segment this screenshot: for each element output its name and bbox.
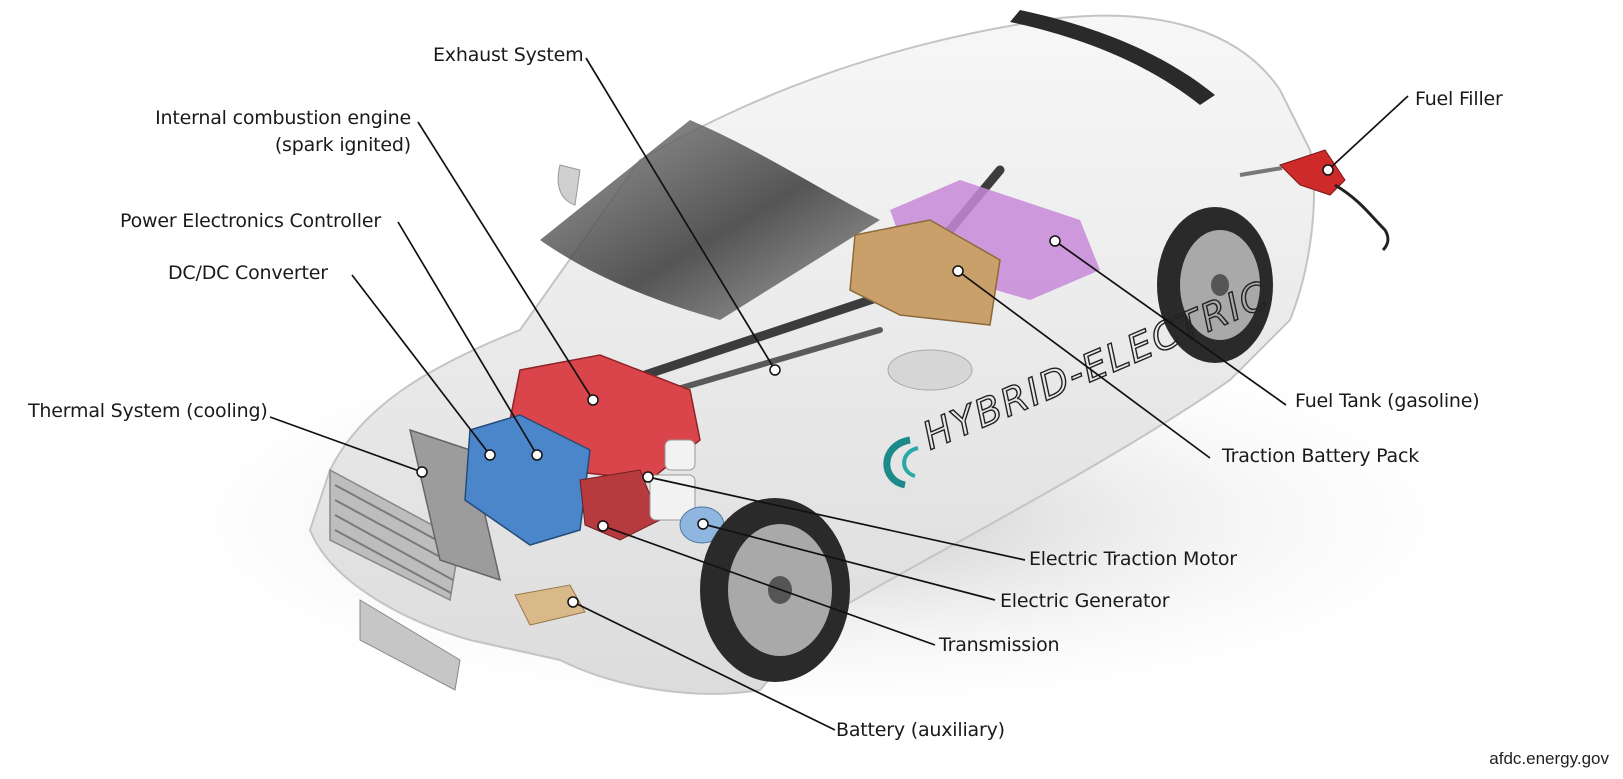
leader-pec xyxy=(397,221,538,456)
controller-shape xyxy=(464,414,591,546)
front-grille xyxy=(329,468,461,602)
dot-pec xyxy=(531,449,543,461)
leader-traction-motor xyxy=(647,476,1026,561)
traction-battery-shape xyxy=(849,219,1001,326)
leader-ice xyxy=(417,121,594,401)
side-mirror xyxy=(557,164,581,206)
source-credit: afdc.energy.gov xyxy=(1489,749,1609,768)
label-transmission: Transmission xyxy=(939,634,1060,656)
leader-generator xyxy=(702,523,996,601)
leader-dcdc xyxy=(351,274,491,456)
dot-aux-battery xyxy=(567,596,579,608)
dot-generator xyxy=(697,518,709,530)
dot-ice xyxy=(587,394,599,406)
roof-strip xyxy=(1010,10,1215,105)
reservoir-2 xyxy=(664,439,696,471)
dot-traction-battery xyxy=(952,265,964,277)
label-thermal-system: Thermal System (cooling) xyxy=(28,400,268,422)
dot-fuel-filler xyxy=(1322,164,1334,176)
rear-wheel xyxy=(1157,207,1273,363)
reservoir xyxy=(649,474,696,521)
dot-transmission xyxy=(597,520,609,532)
leader-fuel-filler xyxy=(1327,95,1409,171)
label-exhaust-system: Exhaust System xyxy=(433,44,584,66)
label-power-electronics-controller: Power Electronics Controller xyxy=(120,210,381,232)
dot-exhaust xyxy=(769,364,781,376)
side-logo xyxy=(883,436,919,489)
label-fuel-tank: Fuel Tank (gasoline) xyxy=(1295,390,1480,412)
aux-battery-shape xyxy=(514,584,586,626)
leader-thermal xyxy=(269,416,423,473)
dot-fuel-tank xyxy=(1049,235,1061,247)
lower-grille xyxy=(359,599,461,691)
leader-exhaust xyxy=(585,57,776,371)
leader-traction-battery xyxy=(957,270,1211,459)
front-wheel xyxy=(700,498,850,682)
dot-thermal xyxy=(416,466,428,478)
leader-fuel-tank xyxy=(1054,240,1287,406)
label-ice-line2: (spark ignited) xyxy=(274,134,411,156)
dot-traction-motor xyxy=(642,471,654,483)
label-dcdc-converter: DC/DC Converter xyxy=(168,262,328,284)
leader-transmission xyxy=(602,525,936,646)
windshield xyxy=(540,120,880,320)
label-ice-line1: Internal combustion engine xyxy=(155,107,411,129)
fuel-nozzle xyxy=(1239,149,1390,252)
dot-dcdc xyxy=(484,449,496,461)
label-battery-auxiliary: Battery (auxiliary) xyxy=(836,719,1005,741)
label-traction-battery-pack: Traction Battery Pack xyxy=(1222,445,1420,467)
label-electric-generator: Electric Generator xyxy=(1000,590,1170,612)
radiator xyxy=(408,428,502,582)
label-electric-traction-motor: Electric Traction Motor xyxy=(1029,548,1237,570)
leader-aux-battery xyxy=(572,601,836,731)
label-internal-combustion-engine: Internal combustion engine (spark ignite… xyxy=(150,105,411,159)
label-fuel-filler: Fuel Filler xyxy=(1415,88,1503,110)
rear-mirror xyxy=(887,349,973,391)
